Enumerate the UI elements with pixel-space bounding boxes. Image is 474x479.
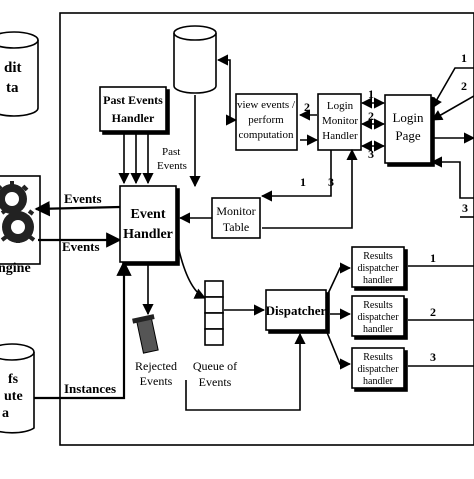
login-monitor-label-3: Handler <box>322 130 358 142</box>
results-dispatcher-handler-2: Results dispatcher handler <box>351 295 405 337</box>
rdh3-label-3: handler <box>363 376 394 387</box>
engine-icon: ngine <box>0 175 41 276</box>
lm-lp-num-1: 1 <box>368 87 374 101</box>
login-monitor-label-2: Monitor <box>322 115 358 127</box>
view-events-label-2: perform <box>248 114 284 126</box>
dispatcher-label: Dispatcher <box>266 303 327 318</box>
queue-label-2: Events <box>199 375 232 389</box>
past-events-handler-label-2: Handler <box>112 111 155 125</box>
rdh2-label-3: handler <box>363 324 394 335</box>
results-dispatcher-handler-1: Results dispatcher handler <box>351 246 405 288</box>
ext-login-arrow-1 <box>431 67 474 109</box>
feedback-arrow <box>185 332 306 411</box>
engine-label: ngine <box>0 261 31 276</box>
gear-icon <box>0 181 36 243</box>
view-events-box: view events / perform computation <box>235 93 298 151</box>
instances-data-cylinder: fs ute a <box>0 343 35 434</box>
queue-label-1: Queue of <box>193 359 237 373</box>
queue-of-events <box>204 280 224 346</box>
right-num-3: 3 <box>462 201 468 215</box>
login-monitor-label-1: Login <box>327 100 354 112</box>
data-store-cylinder <box>173 25 217 94</box>
audit-data-cylinder: dit ta <box>0 31 39 117</box>
audit-data-label-2: ta <box>6 80 19 96</box>
event-handler-label-1: Event <box>131 207 166 222</box>
instances-label: Instances <box>64 381 116 396</box>
past-events-label-2: Events <box>157 160 187 172</box>
login-monitor-handler: Login Monitor Handler <box>317 93 362 151</box>
results-dispatcher-handler-3: Results dispatcher handler <box>351 347 405 389</box>
inst-data-label-1: fs <box>8 372 19 387</box>
store-view-arrow <box>216 54 238 126</box>
rdh2-label-1: Results <box>363 300 393 311</box>
disp-results-arrow-3 <box>325 329 352 370</box>
lm-monitor-arrow-3 <box>262 148 358 229</box>
monitor-table-label-1: Monitor <box>216 204 255 218</box>
right-num-2: 2 <box>461 79 467 93</box>
right-num-1: 1 <box>461 51 467 65</box>
results-num-1: 1 <box>430 251 436 265</box>
rdh1-label-3: handler <box>363 275 394 286</box>
monitor-table-label-2: Table <box>223 220 249 234</box>
rdh2-label-2: dispatcher <box>357 312 399 323</box>
rejected-events-label-2: Events <box>140 374 173 388</box>
lm-lp-num-3: 3 <box>368 147 374 161</box>
past-events-handler: Past Events Handler <box>99 86 167 132</box>
events-out-arrow <box>34 200 121 217</box>
lm-monitor-num-1: 1 <box>300 175 306 189</box>
inst-data-label-2: ute <box>4 389 23 404</box>
system-boundary <box>59 12 474 446</box>
events-out-label: Events <box>64 191 102 206</box>
login-page-label-1: Login <box>392 110 424 125</box>
instances-arrow <box>34 260 132 400</box>
ext-login-arrow-4 <box>430 156 474 199</box>
rdh3-label-1: Results <box>363 352 393 363</box>
results-num-2: 2 <box>430 305 436 319</box>
lm-lp-num-2: 2 <box>368 109 374 123</box>
past-events-label-1: Past <box>162 146 180 158</box>
handler-queue-arrow <box>177 245 207 299</box>
view-events-label-3: computation <box>239 129 294 141</box>
login-page-label-2: Page <box>395 128 421 143</box>
login-page: Login Page <box>384 94 432 164</box>
ext-login-arrow-2 <box>431 95 474 121</box>
rejected-events-label-1: Rejected <box>135 359 177 373</box>
audit-data-label-1: dit <box>4 60 22 76</box>
trash-icon <box>132 314 159 354</box>
rdh1-label-2: dispatcher <box>357 263 399 274</box>
event-handler: Event Handler <box>119 185 177 263</box>
event-handler-label-2: Handler <box>123 227 173 242</box>
rdh3-label-2: dispatcher <box>357 364 399 375</box>
lm-monitor-arrow-1 <box>260 150 332 202</box>
dispatcher: Dispatcher <box>265 289 327 331</box>
lm-monitor-num-3: 3 <box>328 175 334 189</box>
inst-data-label-3: a <box>2 406 9 421</box>
disp-results-arrow-1 <box>325 262 352 299</box>
monitor-table: Monitor Table <box>211 197 261 239</box>
view-events-label-1: view events / <box>237 99 296 111</box>
events-in-label: Events <box>62 239 100 254</box>
results-num-3: 3 <box>430 350 436 364</box>
rdh1-label-1: Results <box>363 251 393 262</box>
view-login-num-2: 2 <box>304 100 310 114</box>
past-events-handler-label-1: Past Events <box>103 93 163 107</box>
